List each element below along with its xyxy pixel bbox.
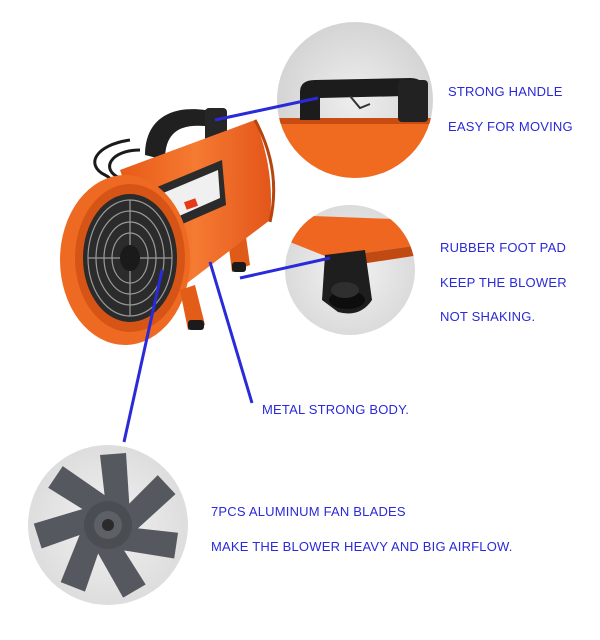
rubber-foot-closeup-image [285, 205, 415, 335]
foot-leader-line [239, 256, 331, 280]
foot-callout-line-3: NOT SHAKING. [440, 309, 536, 324]
fan-blade-closeup-image [28, 445, 188, 605]
blades-callout-line-1: 7PCS ALUMINUM FAN BLADES [211, 504, 406, 519]
handle-callout-line-1: STRONG HANDLE [448, 84, 563, 99]
foot-callout-line-1: RUBBER FOOT PAD [440, 240, 567, 255]
handle-callout-line-2: EASY FOR MOVING [448, 119, 573, 134]
foot-callout-line-2: KEEP THE BLOWER [440, 275, 567, 290]
ventilation-fan-image [60, 108, 276, 345]
handle-leader-line [214, 96, 319, 122]
body-callout-line-1: METAL STRONG BODY. [262, 402, 410, 417]
blade-leader-line [122, 269, 164, 443]
blades-callout-line-2: MAKE THE BLOWER HEAVY AND BIG AIRFLOW. [211, 539, 513, 554]
body-leader-line [208, 261, 254, 404]
leader-lines [122, 96, 331, 443]
